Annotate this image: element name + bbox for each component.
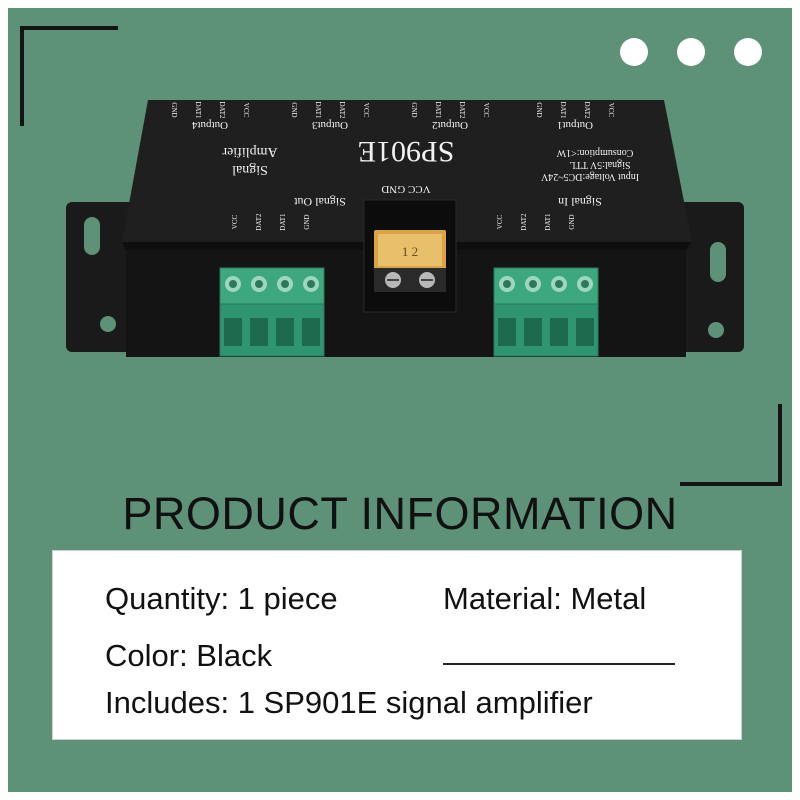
pin-label: VCC: [607, 103, 615, 118]
amplifier-label-line2: Amplifier: [222, 144, 278, 159]
corner-bracket-bottom-right-vertical: [778, 404, 782, 486]
signal-amplifier-device: Output4VCCDAT2DAT1GNDOutput3VCCDAT2DAT1G…: [66, 100, 744, 357]
pin-label: VCC: [242, 103, 250, 118]
signal-in-label: Signal In: [558, 195, 602, 209]
output-label: Output3: [311, 119, 348, 131]
output-label: Output4: [191, 119, 228, 131]
spec-voltage: Input Voltage:DC5~24V: [540, 171, 639, 182]
pin-label: GND: [170, 102, 178, 117]
pin-label: VCC: [362, 103, 370, 118]
pin-label: DAT2: [338, 101, 346, 119]
dot-icon: [734, 38, 762, 66]
pin-label: DAT2: [520, 213, 528, 231]
material-text: Material: Metal: [443, 581, 647, 616]
power-connector: 1 2: [363, 199, 457, 313]
pin-label: VCC: [482, 103, 490, 118]
product-info-card: Quantity: 1 piece Material: Metal Color:…: [52, 550, 742, 740]
signal-pin-labels: VCC DAT2 DAT1 GND VCC DAT2 DAT1 GND: [231, 213, 576, 231]
output-label: Output1: [557, 119, 593, 131]
pin-label: GND: [535, 102, 543, 117]
includes-text: Includes: 1 SP901E signal amplifier: [105, 685, 593, 720]
amplifier-label-line1: Signal: [232, 162, 268, 177]
signal-out-label: Signal Out: [294, 195, 346, 209]
color-text: Color: Black: [105, 638, 273, 673]
power-label: VCC GND: [381, 183, 430, 195]
decorative-dots: [620, 38, 762, 66]
output-label: Output2: [432, 119, 468, 131]
corner-bracket-bottom-right: [680, 482, 782, 486]
pin-label: GND: [568, 214, 576, 229]
pin-label: GND: [290, 102, 298, 117]
corner-bracket-top-left-vertical: [20, 26, 24, 126]
divider-line: [443, 663, 675, 665]
model-label: SP901E: [358, 135, 455, 168]
pin-label: DAT1: [559, 101, 567, 119]
spec-signal: Signal:5V TTL: [569, 159, 630, 170]
pin-label: DAT1: [194, 101, 202, 119]
section-heading: PRODUCT INFORMATION: [122, 488, 678, 539]
terminal-block-signal-in: [493, 267, 599, 357]
pin-label: DAT2: [583, 101, 591, 119]
device-top-face: [122, 100, 692, 242]
mounting-bracket-left: [66, 202, 136, 352]
pin-label: VCC: [496, 214, 504, 229]
terminal-block-signal-out: [219, 267, 325, 357]
pin-label: VCC: [231, 214, 239, 229]
pin-label: DAT1: [279, 213, 287, 231]
output-labels: Output4 VCC DAT2 DAT1 GND Output3 VCC DAT2 DAT1 G…: [170, 101, 615, 131]
pin-label: GND: [410, 102, 418, 117]
pin-label: DAT2: [458, 101, 466, 119]
pin-label: DAT2: [218, 101, 226, 119]
pin-label: DAT2: [255, 213, 263, 231]
dot-icon: [620, 38, 648, 66]
pin-label: GND: [303, 214, 311, 229]
quantity-text: Quantity: 1 piece: [105, 581, 338, 616]
pin-label: DAT1: [544, 213, 552, 231]
pin-label: DAT1: [434, 101, 442, 119]
corner-bracket-top-left: [20, 26, 118, 30]
pin-label: DAT1: [314, 101, 322, 119]
fuse-label: 1 2: [402, 244, 418, 259]
dot-icon: [677, 38, 705, 66]
spec-consumption: Consumption:<1W: [556, 147, 633, 158]
